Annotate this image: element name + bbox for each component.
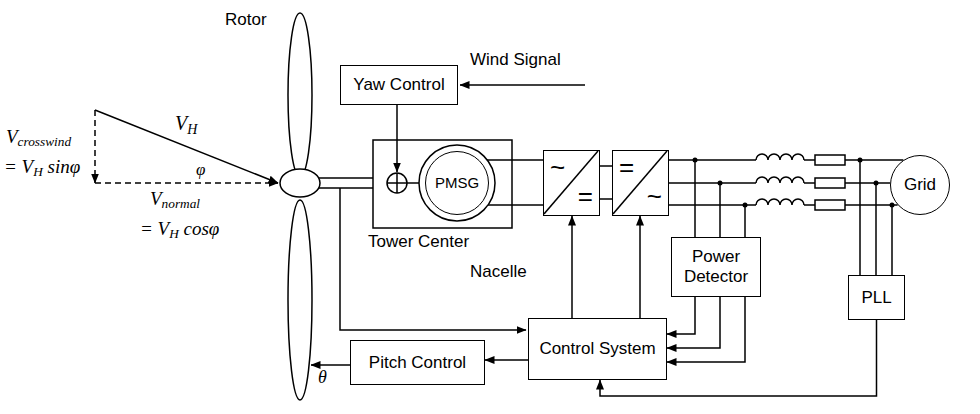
- converter-diagonal: [544, 151, 598, 214]
- pll-box: PLL: [848, 275, 905, 320]
- connector: [600, 198, 612, 200]
- sense-wire: [891, 205, 893, 275]
- converter-symbol: ~: [550, 154, 565, 180]
- angle-label: φ: [196, 160, 205, 180]
- grid-circle: Grid: [890, 155, 950, 215]
- connector: [572, 216, 573, 318]
- node-label: Power Detector: [672, 247, 760, 286]
- connector: [667, 297, 745, 362]
- crosswind-vector: [94, 110, 96, 183]
- generator-circle: PMSG: [425, 151, 489, 215]
- summing-junction: [387, 173, 407, 193]
- generator-ring: [419, 145, 495, 221]
- sense-wire: [744, 205, 746, 237]
- resistor-symbol: [815, 200, 845, 210]
- vector-label: VH: [175, 112, 197, 138]
- connector: [571, 216, 573, 318]
- control-box: Yaw Control: [340, 65, 458, 105]
- rotor-shaft: [407, 182, 419, 184]
- resistor-symbol: [815, 155, 845, 165]
- junction-dot: [718, 181, 723, 186]
- nacelle-box: [373, 140, 512, 228]
- inductor-symbol: [756, 154, 804, 160]
- part-name: Rotor: [225, 10, 267, 30]
- wind-vector: [95, 110, 278, 183]
- connector: [600, 165, 612, 167]
- node-label: Grid: [904, 175, 936, 195]
- node-label: PMSG: [435, 174, 479, 191]
- connector: [485, 360, 528, 361]
- control-box: Pitch Control: [350, 340, 485, 385]
- connector: [639, 216, 641, 318]
- connector: [667, 297, 720, 348]
- node-label: Control System: [539, 339, 655, 359]
- sense-wire: [694, 160, 696, 237]
- inductor-symbol: [756, 177, 804, 183]
- speed-signal-line: [340, 188, 526, 330]
- rotor-hub: [280, 169, 320, 197]
- rotor-blade: [288, 200, 312, 400]
- junction-dot: [890, 203, 895, 208]
- formula-label: = VH cosφ: [140, 218, 219, 242]
- control-box: Control System: [528, 318, 667, 380]
- pitch-arrow: [311, 364, 350, 366]
- converter-diagonal: [613, 151, 667, 214]
- sense-wire: [859, 160, 861, 275]
- junction-dot: [858, 158, 863, 163]
- connector: [667, 297, 695, 334]
- resistor-symbol: [815, 178, 845, 188]
- converter-symbol: =: [578, 183, 593, 209]
- sense-wire: [719, 183, 721, 237]
- rectifier-box: ~=: [543, 150, 600, 216]
- normal-wind-vector: [95, 182, 278, 184]
- converter-symbol: ~: [647, 183, 662, 209]
- node-label: Yaw Control: [353, 75, 444, 95]
- inverter-box: =~: [612, 150, 669, 216]
- angle-label: θ: [318, 367, 327, 388]
- yaw-arrow: [396, 105, 398, 172]
- connector: [485, 359, 528, 361]
- node-label: PLL: [861, 288, 891, 308]
- connector: [640, 216, 641, 318]
- part-name: Nacelle: [470, 262, 527, 282]
- converter-symbol: =: [619, 154, 634, 180]
- inductor-symbol: [756, 199, 804, 205]
- filter-group: [756, 154, 845, 210]
- part-name: Tower Center: [368, 232, 469, 252]
- connector: [600, 166, 612, 199]
- junction-dot: [743, 203, 748, 208]
- junction-dot: [693, 158, 698, 163]
- sense-wire: [875, 183, 877, 275]
- node-label: Pitch Control: [369, 353, 466, 373]
- formula-label: = VH sinφ: [4, 156, 80, 180]
- vector-label: Vnormal: [150, 188, 200, 212]
- connector: [667, 297, 745, 362]
- signal-name: Wind Signal: [470, 50, 561, 70]
- connector: [479, 159, 543, 161]
- summing-junction: [396, 173, 398, 193]
- junction-dot: [874, 181, 879, 186]
- wind-signal-arrow: [460, 84, 585, 86]
- vector-label: Vcrosswind: [6, 126, 71, 150]
- connector: [669, 160, 903, 205]
- detector-box: Power Detector: [671, 237, 761, 297]
- rotor-blade: [288, 13, 312, 177]
